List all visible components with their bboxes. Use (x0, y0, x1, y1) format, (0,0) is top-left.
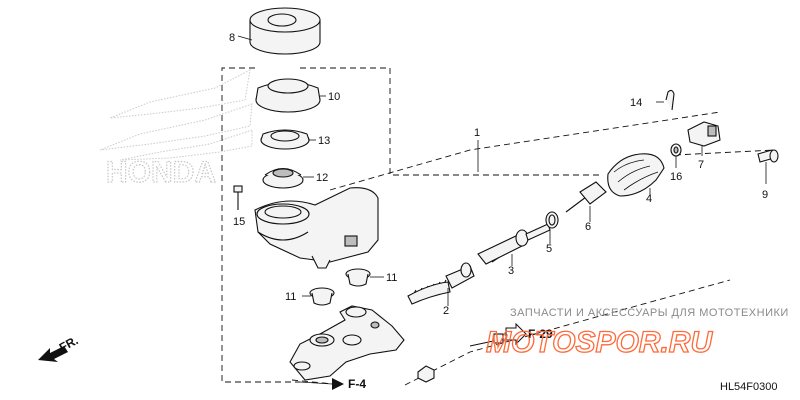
callout-7: 7 (698, 159, 704, 171)
callout-4: 4 (646, 193, 652, 205)
part-13-diaphragm (260, 129, 316, 150)
part-14-cotter-pin (656, 89, 675, 111)
callout-10: 10 (328, 91, 340, 103)
callout-15: 15 (233, 216, 245, 228)
part-6-push-rod (565, 181, 607, 222)
cylinder-lower-body (289, 305, 405, 381)
callout-1: 1 (474, 127, 480, 139)
part-10-diaphragm-plate (255, 78, 326, 113)
ref-f4-label: F-4 (348, 377, 366, 391)
callout-13: 13 (318, 135, 330, 147)
bolt-f29 (469, 333, 504, 347)
shop-watermark-line: ЗАПЧАСТИ И АКСЕССУАРЫ ДЛЯ МОТОТЕХНИКИ (510, 307, 789, 319)
part-3-piston (477, 223, 551, 266)
callout-8: 8 (229, 32, 235, 44)
part-9-pin (757, 149, 779, 184)
part-11-plug-lower (302, 287, 335, 306)
callout-9: 9 (762, 189, 768, 201)
callout-3: 3 (508, 265, 514, 277)
part-8-reservoir-cap (237, 7, 321, 55)
part-11-plug-upper (345, 268, 384, 287)
shop-watermark-logo: MOTOSPOR.RU (486, 326, 713, 359)
callout-6: 6 (585, 221, 591, 233)
ref-f29: F-29 (505, 322, 553, 346)
shop-watermark: ЗАПЧАСТИ И АКСЕССУАРЫ ДЛЯ МОТОТЕХНИКИ MO… (485, 307, 789, 360)
callout-11-lower: 11 (285, 291, 296, 303)
diagram-code: HL54F0300 (720, 381, 778, 393)
nut (417, 365, 435, 383)
part-2-spring (407, 262, 475, 306)
part-7-clevis (687, 121, 721, 156)
callout-11-upper: 11 (386, 272, 397, 284)
part-12-float (262, 167, 314, 189)
front-arrow: FR. (38, 333, 80, 362)
master-cylinder-body (254, 187, 379, 269)
honda-wing-watermark: HONDA (99, 69, 253, 190)
part-16-washer (670, 143, 682, 168)
callout-12: 12 (316, 172, 328, 184)
part-15-screw (233, 185, 243, 210)
ref-f29-label: F-29 (528, 327, 553, 341)
ref-f4: F-4 (299, 377, 366, 391)
callouts: 8 10 13 12 15 11 11 1 14 7 16 9 4 6 5 3 … (229, 32, 768, 317)
callout-2: 2 (443, 305, 449, 317)
callout-5: 5 (546, 243, 552, 255)
part-4-boot (607, 153, 665, 197)
part-5-circlip (545, 211, 559, 244)
callout-16: 16 (670, 171, 682, 183)
callout-14: 14 (630, 97, 642, 109)
honda-watermark-text: HONDA (106, 156, 216, 189)
